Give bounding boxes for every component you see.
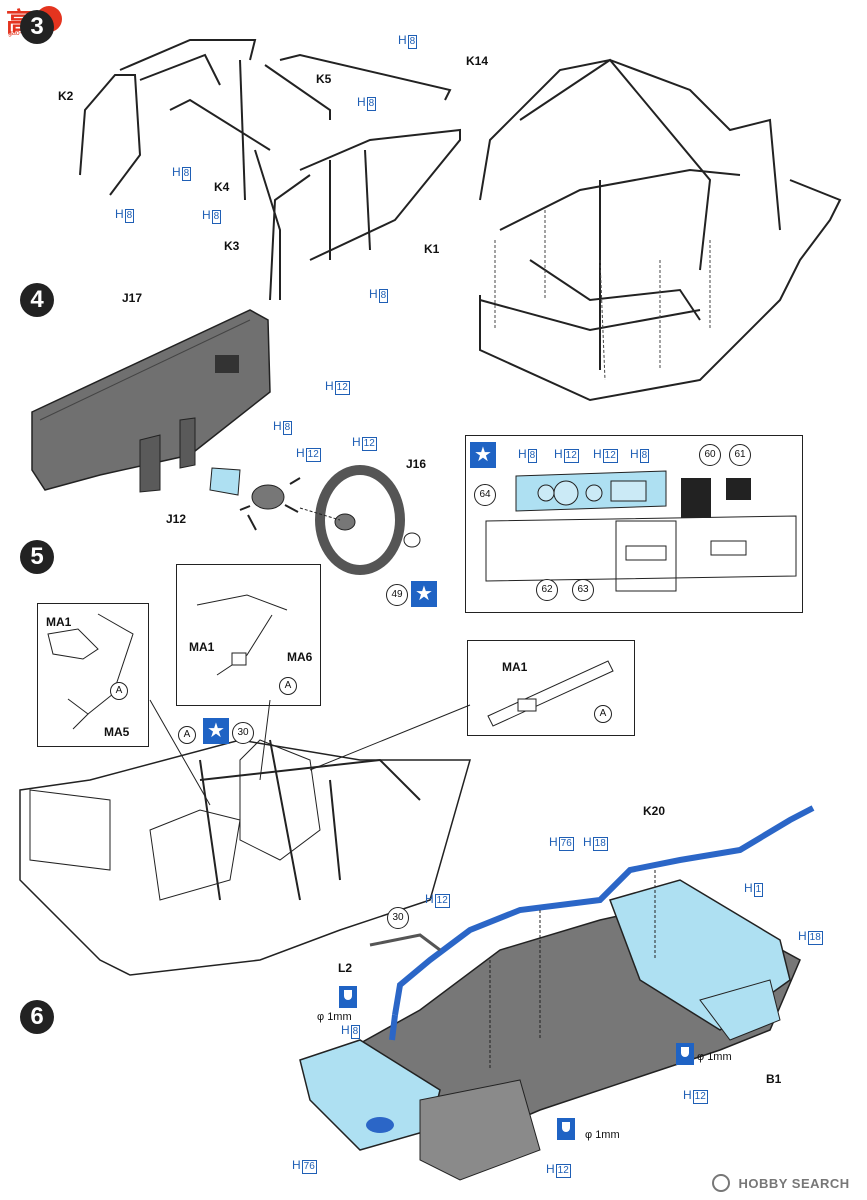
part-label-l2: L2 [338, 961, 353, 975]
part-label-ma6: MA6 [287, 650, 313, 664]
part-label-k1: K1 [424, 242, 440, 256]
hobby-search-brand: HOBBY SEARCH [738, 1175, 850, 1191]
seatbelt-mount-drawing [196, 594, 288, 676]
part-label-k4: K4 [214, 180, 230, 194]
seatbelt-detail-box-3: MA1 A [467, 640, 635, 736]
ref-label-a: A [110, 682, 128, 700]
instrument-panel-drawing [485, 470, 797, 592]
part-label-j12: J12 [166, 512, 187, 526]
decal-star-icon: ★ [470, 442, 496, 468]
drill-hole-icon [676, 1043, 694, 1065]
hobby-search-watermark: HOBBY SEARCH [712, 1174, 862, 1194]
decal-number-63: 63 [572, 579, 594, 601]
seatbelt-strap-drawing [487, 660, 614, 727]
drill-size-label: φ 1mm [317, 1011, 352, 1023]
part-label-ma5: MA5 [104, 725, 130, 739]
decal-number-62: 62 [536, 579, 558, 601]
decal-number-30: 30 [232, 722, 254, 744]
seatbelt-buckle-drawing [47, 613, 134, 730]
decal-star-icon: ★ [411, 581, 437, 607]
ref-label-a: A [594, 705, 612, 723]
part-label-k20: K20 [643, 804, 666, 818]
part-label-k3: K3 [224, 239, 240, 253]
part-label-ma1: MA1 [46, 615, 72, 629]
drill-hole-icon [557, 1118, 575, 1140]
ref-label-a: A [279, 677, 297, 695]
seatbelt-detail-box-1: MA1 MA5 A [37, 603, 149, 747]
step-4-badge: 4 [20, 283, 54, 317]
part-label-ma1: MA1 [502, 660, 528, 674]
step-6-badge: 6 [20, 1000, 54, 1034]
drill-size-label: φ 1mm [697, 1051, 732, 1063]
part-label-j17: J17 [122, 291, 143, 305]
decal-number-30: 30 [387, 907, 409, 929]
seatbelt-detail-box-2: MA1 MA6 A [176, 564, 321, 706]
part-label-k5: K5 [316, 72, 332, 86]
hobby-search-logo-icon [712, 1174, 730, 1192]
part-label-b1: B1 [766, 1072, 782, 1086]
part-label-ma1: MA1 [189, 640, 215, 654]
drill-size-label: φ 1mm [585, 1129, 620, 1141]
ref-label-a: A [178, 726, 196, 744]
decal-number-60: 60 [699, 444, 721, 466]
decal-star-icon: ★ [203, 718, 229, 744]
step-5-badge: 5 [20, 540, 54, 574]
drill-hole-icon [339, 986, 357, 1008]
part-label-k14: K14 [466, 54, 489, 68]
part-label-j16: J16 [406, 457, 427, 471]
step-3-badge: 3 [20, 10, 54, 44]
decal-number-64: 64 [474, 484, 496, 506]
decal-number-49: 49 [386, 584, 408, 606]
decal-number-61: 61 [729, 444, 751, 466]
part-label-k2: K2 [58, 89, 74, 103]
